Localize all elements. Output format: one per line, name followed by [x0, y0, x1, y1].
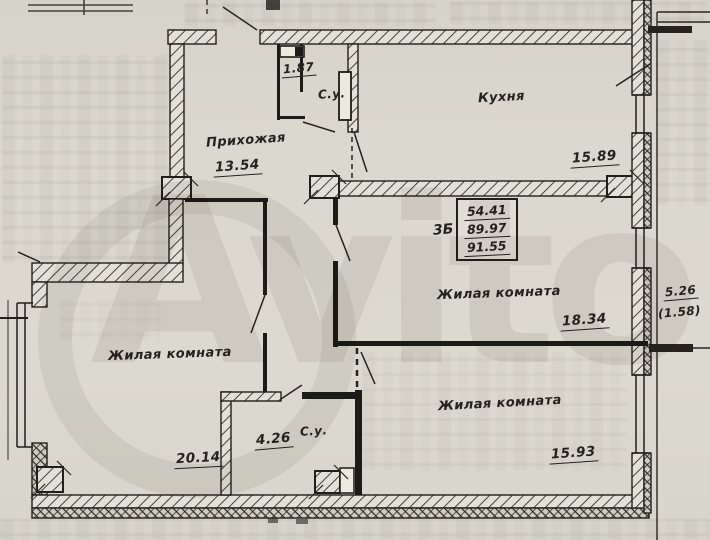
neighbour-wall-marks	[28, 0, 208, 16]
closet-area: 1.87	[280, 59, 317, 79]
area-stamp: 3Б 54.41 89.97 91.55	[432, 198, 518, 261]
area-stamp-box: 54.41 89.97 91.55	[456, 198, 518, 261]
living-left-area: 20.14	[173, 448, 224, 470]
bath-bottom-area: 4.26	[253, 429, 294, 451]
living-area-value: 54.41	[464, 201, 511, 222]
apartment-area-value: 89.97	[464, 219, 511, 240]
living-right-area: 15.93	[548, 443, 599, 465]
kitchen-label: Кухня	[477, 88, 526, 107]
living-mid-area: 18.34	[559, 310, 610, 332]
hallway-area: 13.54	[212, 156, 263, 178]
loggia-outline	[648, 11, 710, 540]
wall-end-mark	[266, 0, 280, 10]
loggia-area: 5.26	[662, 282, 699, 302]
kitchen-area: 15.89	[569, 147, 620, 169]
bath-bottom-label: С.у.	[299, 423, 328, 439]
windows	[0, 94, 650, 460]
partitions	[185, 44, 648, 495]
exterior-walls	[31, 0, 652, 519]
flat-type-label: 3Б	[432, 220, 454, 239]
bath-top-label: С.у.	[317, 86, 346, 102]
total-area-value: 91.55	[464, 237, 511, 258]
